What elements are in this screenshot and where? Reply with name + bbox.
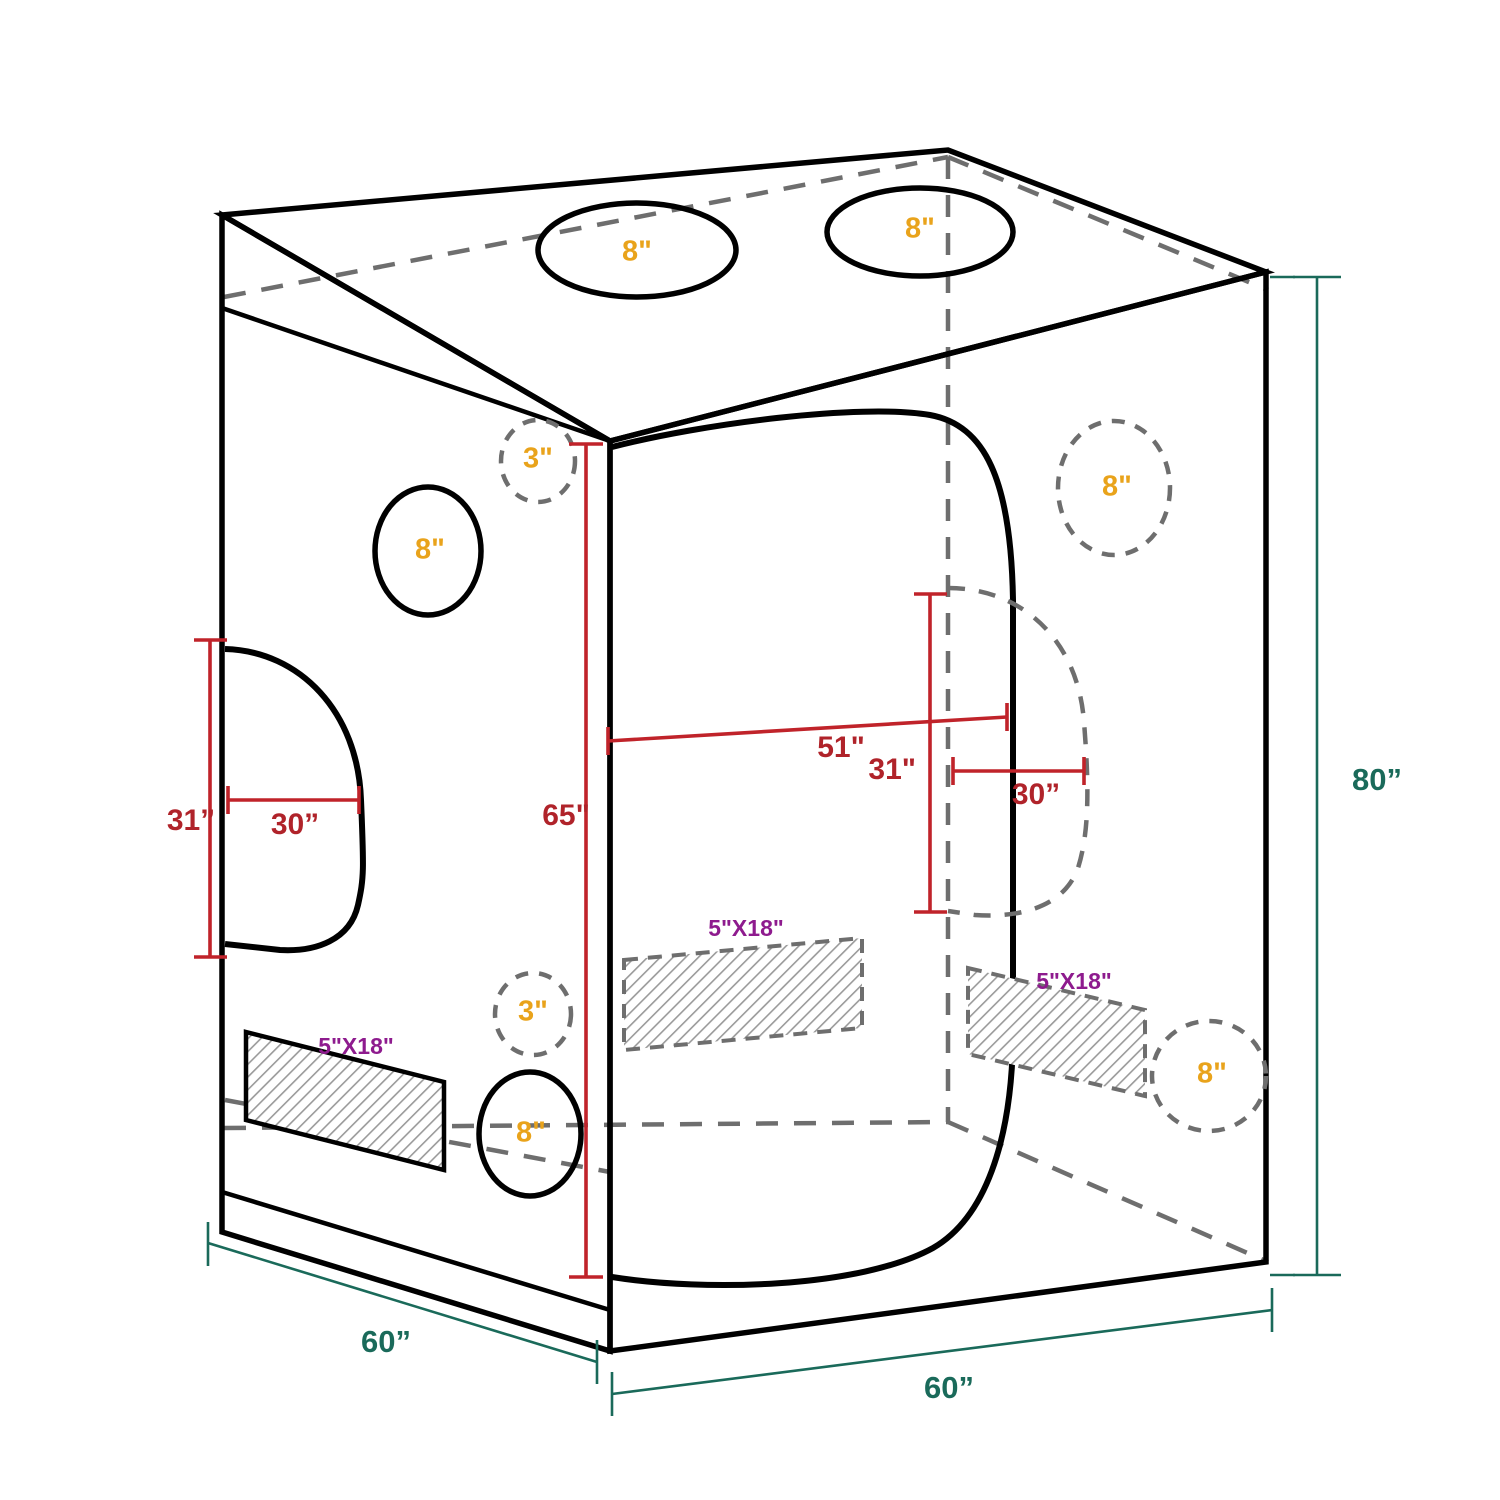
label-overall-depth: 60”	[361, 1324, 411, 1359]
front-mesh-vent[interactable]	[622, 935, 864, 1053]
label-top-port-left: 8"	[622, 236, 652, 268]
left-port-8in-bottom[interactable]	[476, 1069, 584, 1199]
red-dimension-lines	[194, 442, 1086, 1279]
label-right-port-8in-bottom: 8"	[1197, 1058, 1227, 1090]
left-port-3in-bottom[interactable]	[492, 970, 574, 1058]
tent-top-face	[213, 147, 1276, 444]
front-door[interactable]	[611, 408, 1016, 1288]
top-port-left-8in[interactable]	[535, 200, 739, 300]
label-right-window-height: 31"	[868, 753, 916, 786]
right-port-8in-top[interactable]	[1055, 418, 1173, 558]
top-panel-ports	[535, 185, 1016, 300]
label-right-mesh-vent: 5"X18"	[1036, 968, 1112, 994]
left-port-3in-top[interactable]	[498, 417, 578, 505]
label-door-width: 51"	[817, 731, 865, 764]
label-left-port-3in-top: 3"	[523, 443, 553, 475]
right-port-8in-bottom[interactable]	[1149, 1018, 1269, 1134]
right-window-flap[interactable]	[947, 585, 1090, 918]
label-left-port-8in: 8"	[415, 534, 445, 566]
left-mesh-vent[interactable]	[243, 1029, 447, 1173]
right-panel-features	[947, 418, 1269, 1134]
label-left-port-3in-bottom: 3"	[518, 996, 548, 1028]
label-overall-height: 80”	[1352, 762, 1402, 797]
label-left-window-width: 30”	[271, 808, 319, 841]
label-overall-width: 60”	[924, 1370, 974, 1405]
label-left-mesh-vent: 5"X18"	[318, 1033, 394, 1059]
left-port-8in[interactable]	[372, 484, 484, 618]
left-window-flap[interactable]	[224, 646, 366, 954]
teal-dimension-lines	[206, 275, 1341, 1416]
label-right-port-8in-top: 8"	[1102, 471, 1132, 503]
label-front-mesh-vent: 5"X18"	[708, 915, 784, 941]
top-port-right-8in[interactable]	[824, 185, 1016, 279]
label-left-window-height: 31”	[167, 804, 215, 837]
tent-front-face	[607, 268, 1269, 1355]
label-left-port-8in-bottom: 8"	[516, 1117, 546, 1149]
label-top-port-right: 8"	[905, 213, 935, 245]
dimension-text-labels: 8" 8" 8" 3" 3" 8" 31” 30” 5"X18" 65" 51"…	[167, 213, 1402, 1406]
label-door-height: 65"	[542, 799, 590, 832]
tent-left-face	[219, 210, 613, 1355]
left-panel-features	[224, 417, 584, 1199]
right-mesh-vent[interactable]	[966, 965, 1147, 1099]
label-right-window-width: 30”	[1012, 778, 1060, 811]
